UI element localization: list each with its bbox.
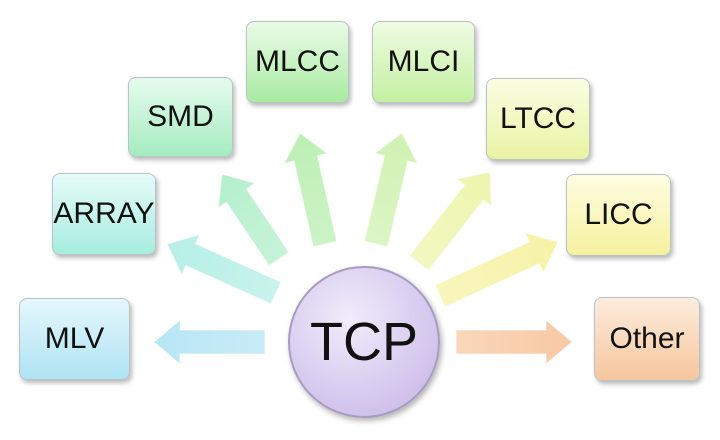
arrow-to-smd [217, 173, 290, 267]
node-label: MLCI [387, 45, 460, 78]
arrow-to-array [166, 233, 282, 305]
arrow-to-mlci [363, 132, 419, 248]
node-label: LICC [584, 198, 653, 231]
node-mlv: MLV [19, 298, 130, 380]
node-label: LTCC [499, 102, 577, 135]
node-label: MLCC [254, 45, 340, 78]
center-label: TCP [310, 312, 418, 372]
node-ltcc: LTCC [486, 78, 590, 160]
node-mlcc: MLCC [246, 21, 349, 103]
node-label: ARRAY [53, 197, 155, 230]
node-other: Other [594, 297, 700, 381]
node-array: ARRAY [52, 173, 156, 255]
node-label: MLV [44, 322, 105, 355]
node-mlci: MLCI [372, 21, 475, 103]
node-label: Other [609, 322, 685, 355]
arrow-to-licc [434, 232, 559, 308]
arrow-to-other [455, 318, 573, 366]
arrow-to-mlv [153, 318, 266, 366]
node-licc: LICC [566, 174, 671, 256]
center-node: TCP [288, 266, 440, 418]
node-smd: SMD [128, 77, 233, 157]
arrow-to-mlcc [283, 132, 338, 248]
node-label: SMD [147, 100, 214, 133]
arrow-to-ltcc [408, 171, 492, 272]
